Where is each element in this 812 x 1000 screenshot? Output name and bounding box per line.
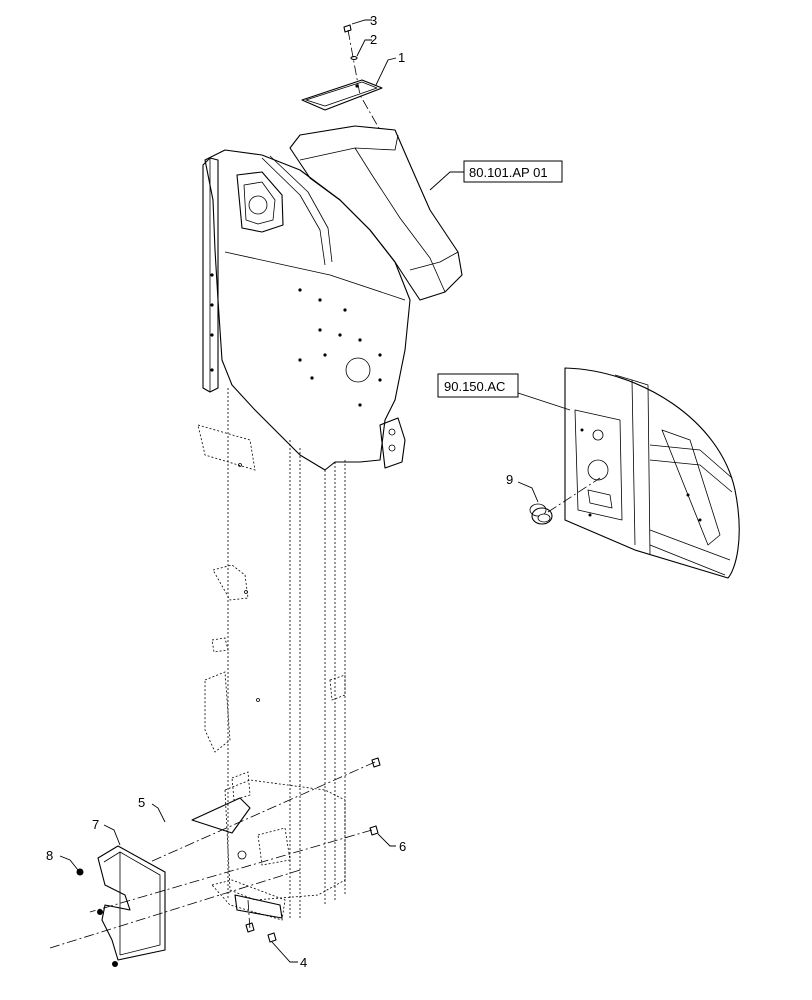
ref-label-right: 90.150.AC bbox=[444, 379, 505, 394]
part-9-plug bbox=[529, 503, 553, 525]
detail-view-90-150-ac bbox=[564, 367, 740, 579]
ref-box-top bbox=[463, 160, 563, 183]
callout-6: 6 bbox=[399, 839, 406, 854]
callout-1: 1 bbox=[398, 50, 405, 65]
leader-ref-top bbox=[429, 171, 465, 191]
centerline-top bbox=[347, 29, 381, 131]
leader-1 bbox=[375, 57, 397, 86]
centerline-detail bbox=[547, 477, 601, 513]
main-frame-assembly bbox=[191, 125, 463, 921]
ref-label-top: 80.101.AP 01 bbox=[469, 165, 548, 180]
part-8-bolt-a bbox=[76, 868, 84, 876]
part-2-washer bbox=[350, 55, 358, 61]
centerline-lower-3 bbox=[49, 869, 301, 949]
part-1-cover-plate bbox=[301, 79, 383, 111]
leader-4 bbox=[271, 941, 298, 963]
part-4-screw-b bbox=[245, 922, 255, 933]
callout-3: 3 bbox=[370, 13, 377, 28]
leader-9 bbox=[517, 481, 539, 503]
leader-7 bbox=[103, 824, 121, 846]
part-6-screw bbox=[369, 825, 379, 836]
callout-2: 2 bbox=[370, 32, 377, 47]
centerline-lower-2 bbox=[89, 829, 373, 913]
leader-5 bbox=[151, 803, 166, 823]
leader-3 bbox=[351, 19, 372, 25]
callout-8: 8 bbox=[46, 848, 53, 863]
part-7-shield-plate bbox=[97, 845, 166, 961]
leader-6 bbox=[377, 833, 396, 847]
callout-4: 4 bbox=[300, 955, 307, 970]
callout-9: 9 bbox=[506, 472, 513, 487]
part-8-bolt-b bbox=[97, 909, 103, 915]
part-5-screw bbox=[371, 757, 381, 768]
leader-8 bbox=[59, 855, 79, 871]
ref-box-right bbox=[437, 373, 519, 398]
part-4-screw-a bbox=[267, 932, 277, 943]
centerline-lower-1 bbox=[149, 761, 376, 863]
part-8-bolt-c bbox=[112, 961, 118, 967]
callout-5: 5 bbox=[138, 795, 145, 810]
centerline-lower-4 bbox=[247, 899, 251, 931]
leader-2 bbox=[356, 39, 372, 57]
leader-ref-right bbox=[514, 391, 571, 411]
callout-7: 7 bbox=[92, 817, 99, 832]
part-3-screw bbox=[343, 24, 352, 33]
